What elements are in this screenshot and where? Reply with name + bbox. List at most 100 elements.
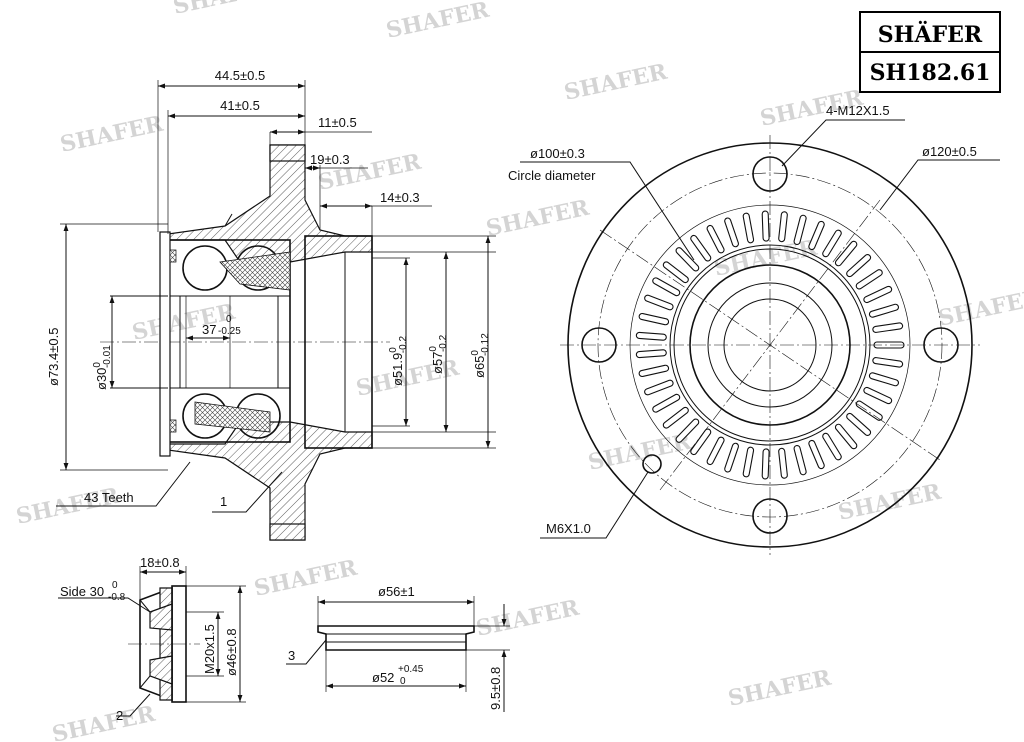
outer-diameter-label: ø120±0.5 [922, 144, 977, 159]
abs-tooth [706, 224, 725, 254]
cap-height: 9.5±0.8 [488, 667, 503, 710]
abs-tooth [793, 214, 807, 246]
abs-tooth [706, 436, 725, 466]
dim-41: 41±0.5 [220, 98, 260, 113]
dim-14: 14±0.3 [380, 190, 420, 205]
watermark-text: SHAFER [252, 555, 360, 602]
abs-tooth [724, 217, 740, 248]
dim-37-low: -0.25 [218, 326, 241, 337]
abs-tooth [635, 349, 667, 359]
dim-19: 19±0.3 [310, 152, 350, 167]
screw-hole [642, 454, 662, 474]
nut-thread: M20x1.5 [202, 624, 217, 674]
abs-tooth [868, 303, 899, 318]
abs-tooth [778, 211, 788, 243]
bolts-label: 4-M12X1.5 [826, 103, 890, 118]
abs-tooth [690, 428, 712, 456]
abs-tooth [855, 400, 883, 421]
abs-tooth [834, 423, 858, 450]
abs-tooth [846, 254, 872, 278]
abs-tooth [822, 432, 842, 461]
abs-tooth [638, 312, 670, 326]
dim-44-5: 44.5±0.5 [215, 68, 266, 83]
abs-tooth [742, 446, 755, 478]
abs-tooth [652, 393, 681, 413]
dim-diameter-30-base: ø30 [94, 368, 109, 390]
pcd-label: ø100±0.3 [530, 146, 585, 161]
abs-tooth [724, 442, 740, 473]
abs-tooth [644, 294, 674, 311]
dim-diameter-65: ø650-0.12 [470, 333, 491, 378]
abs-tooth [846, 412, 872, 436]
screw-label: M6X1.0 [546, 521, 591, 536]
bolt-hole [923, 327, 959, 363]
abs-tooth [808, 220, 825, 251]
nut-diameter: ø46±0.8 [224, 628, 239, 676]
dim-37-base: 37 [202, 322, 216, 337]
nut-width: 18±0.8 [140, 555, 180, 570]
abs-tooth [868, 372, 899, 387]
watermark-text: SHAFER [130, 299, 238, 346]
front-view: 4-M12X1.5 ø100±0.3 Circle diameter ø120±… [508, 103, 1000, 555]
brand-box: SHÄFER SH182.61 [859, 11, 1001, 93]
watermark-text: SHAFER [836, 479, 944, 526]
abs-tooth [872, 357, 904, 368]
bolt-hole [752, 498, 788, 534]
watermark-text: SHAFER [50, 701, 158, 742]
watermark-text: SHAFER [474, 595, 582, 642]
watermark-text: SHAFER [726, 665, 834, 712]
dim-diameter-73-4: ø73.4±0.5 [46, 328, 61, 386]
watermark-text: SHAFER [484, 195, 592, 242]
dim-diameter-30-low: -0.01 [102, 345, 113, 368]
watermark-text: SHAFER [936, 285, 1024, 332]
watermark-text: SHAFER [562, 59, 670, 106]
abs-tooth [644, 379, 674, 396]
abs-tooth [690, 234, 712, 262]
part-2-label: 2 [116, 708, 123, 723]
abs-tooth [855, 269, 883, 290]
abs-teeth-ring [629, 204, 911, 486]
dim-diameter-30-up: 0 [92, 362, 103, 368]
teeth-label: 43 Teeth [84, 490, 134, 505]
section-dimensions: 44.5±0.5 41±0.5 11±0.5 19±0.3 14±0.3 ø73… [46, 68, 496, 513]
watermark-text: SHAFER [384, 0, 492, 44]
dim-37: 37 0-0.25 [202, 314, 241, 337]
watermark-text: SHAFER [171, 0, 279, 20]
abs-tooth [778, 447, 788, 479]
cap-outer-diameter: ø56±1 [378, 584, 415, 599]
brand-name: SHÄFER [878, 20, 983, 48]
abs-tooth [761, 210, 770, 242]
bolt-hole [581, 327, 617, 363]
abs-tooth [675, 247, 700, 272]
abs-tooth [808, 439, 825, 470]
abs-tooth [638, 364, 670, 378]
dim-37-up: 0 [226, 314, 232, 325]
watermark-text: SHAFER [58, 111, 166, 158]
abs-tooth [761, 448, 770, 480]
abs-tooth [863, 285, 893, 304]
abs-tooth [834, 240, 858, 267]
dim-diameter-57: ø570-0.2 [428, 334, 449, 374]
abs-tooth [793, 444, 807, 476]
abs-tooth [635, 331, 667, 341]
abs-tooth [822, 229, 842, 258]
part-number: SH182.61 [870, 60, 991, 86]
abs-tooth [662, 261, 689, 284]
part-1-label: 1 [220, 494, 227, 509]
dim-diameter-51-9: ø51.90-0.2 [388, 336, 409, 386]
abs-tooth [652, 277, 681, 297]
abs-tooth [863, 386, 893, 405]
dim-diameter-30: ø300-0.01 [92, 345, 113, 390]
section-view [100, 144, 390, 541]
abs-tooth [872, 322, 904, 333]
part-3-label: 3 [288, 648, 295, 663]
abs-tooth [675, 418, 700, 443]
pcd-caption: Circle diameter [508, 168, 596, 183]
bolt-hole [752, 156, 788, 192]
dim-11: 11±0.5 [318, 115, 357, 130]
